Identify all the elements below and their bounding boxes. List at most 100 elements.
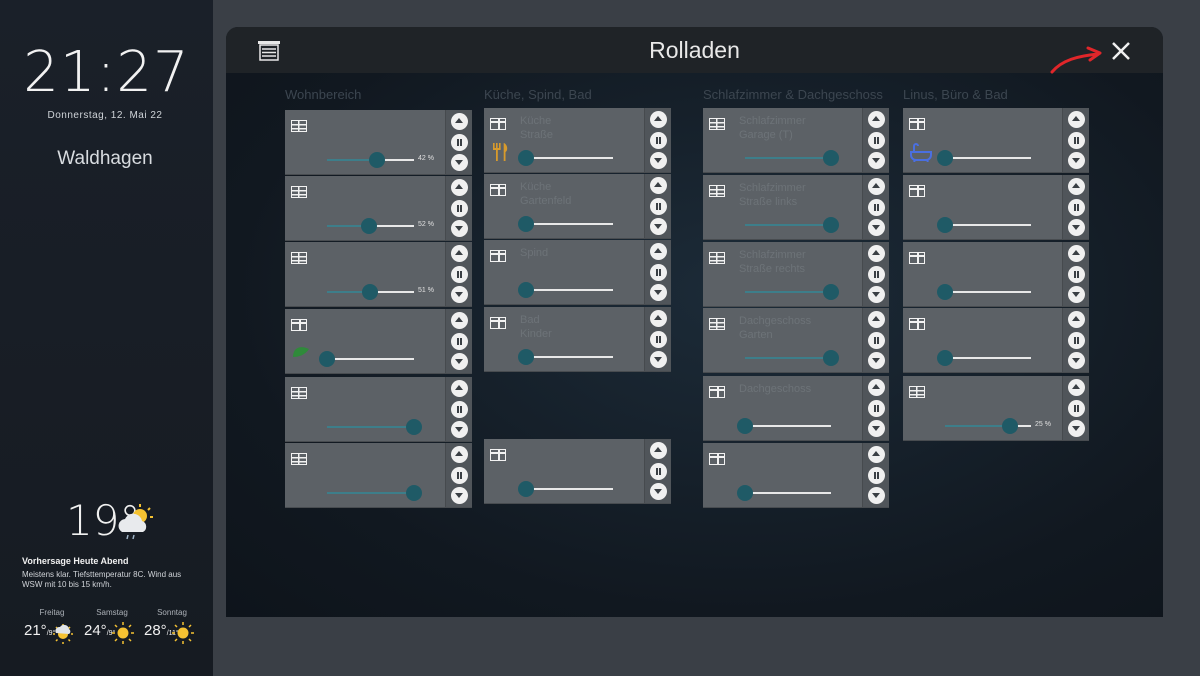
up-button[interactable] — [868, 111, 885, 128]
stop-button[interactable] — [451, 333, 468, 350]
position-slider[interactable] — [327, 492, 414, 494]
position-slider[interactable] — [745, 157, 831, 159]
stop-button[interactable] — [868, 332, 885, 349]
up-button[interactable] — [868, 245, 885, 262]
position-slider[interactable] — [745, 224, 831, 226]
stop-button[interactable] — [451, 200, 468, 217]
down-button[interactable] — [868, 352, 885, 369]
down-button[interactable] — [650, 284, 667, 301]
slider-knob[interactable] — [319, 351, 335, 367]
stop-button[interactable] — [650, 331, 667, 348]
slider-knob[interactable] — [406, 485, 422, 501]
slider-knob[interactable] — [361, 284, 378, 300]
stop-button[interactable] — [868, 199, 885, 216]
slider-knob[interactable] — [518, 282, 534, 298]
slider-knob[interactable] — [406, 419, 422, 435]
slider-knob[interactable] — [518, 150, 534, 166]
up-button[interactable] — [451, 446, 468, 463]
position-slider[interactable] — [526, 157, 613, 159]
stop-button[interactable] — [451, 134, 468, 151]
slider-knob[interactable] — [518, 216, 534, 232]
position-slider[interactable] — [745, 291, 831, 293]
stop-button[interactable] — [650, 463, 667, 480]
slider-knob[interactable] — [823, 150, 839, 166]
slider-knob[interactable] — [737, 418, 753, 434]
slider-knob[interactable] — [937, 150, 953, 166]
stop-button[interactable] — [451, 467, 468, 484]
slider-knob[interactable] — [937, 284, 953, 300]
position-slider[interactable] — [745, 492, 831, 494]
slider-knob[interactable] — [937, 217, 953, 233]
stop-button[interactable] — [1068, 266, 1085, 283]
down-button[interactable] — [650, 483, 667, 500]
up-button[interactable] — [1068, 111, 1085, 128]
position-slider[interactable] — [745, 425, 831, 427]
down-button[interactable] — [650, 152, 667, 169]
slider-knob[interactable] — [369, 152, 386, 168]
slider-knob[interactable] — [937, 350, 953, 366]
up-button[interactable] — [650, 243, 667, 260]
slider-knob[interactable] — [823, 284, 839, 300]
up-button[interactable] — [1068, 379, 1085, 396]
stop-button[interactable] — [650, 198, 667, 215]
stop-button[interactable] — [868, 266, 885, 283]
position-slider[interactable] — [526, 356, 613, 358]
position-slider[interactable] — [745, 357, 831, 359]
stop-button[interactable] — [1068, 132, 1085, 149]
stop-button[interactable] — [868, 132, 885, 149]
up-button[interactable] — [451, 179, 468, 196]
stop-button[interactable] — [1068, 400, 1085, 417]
down-button[interactable] — [1068, 152, 1085, 169]
down-button[interactable] — [451, 353, 468, 370]
slider-knob[interactable] — [360, 218, 377, 234]
slider-knob[interactable] — [823, 217, 839, 233]
position-slider[interactable] — [327, 358, 414, 360]
position-slider[interactable] — [945, 425, 1031, 427]
position-slider[interactable] — [526, 488, 613, 490]
slider-knob[interactable] — [518, 349, 534, 365]
down-button[interactable] — [868, 420, 885, 437]
stop-button[interactable] — [451, 266, 468, 283]
close-icon[interactable] — [1110, 40, 1132, 62]
position-slider[interactable] — [526, 223, 613, 225]
down-button[interactable] — [451, 286, 468, 303]
up-button[interactable] — [868, 311, 885, 328]
down-button[interactable] — [868, 219, 885, 236]
down-button[interactable] — [868, 286, 885, 303]
up-button[interactable] — [650, 310, 667, 327]
down-button[interactable] — [868, 487, 885, 504]
up-button[interactable] — [650, 177, 667, 194]
up-button[interactable] — [451, 113, 468, 130]
position-slider[interactable] — [945, 224, 1031, 226]
up-button[interactable] — [868, 446, 885, 463]
position-slider[interactable] — [327, 426, 414, 428]
position-slider[interactable] — [526, 289, 613, 291]
up-button[interactable] — [868, 379, 885, 396]
slider-knob[interactable] — [737, 485, 753, 501]
up-button[interactable] — [451, 380, 468, 397]
down-button[interactable] — [451, 154, 468, 171]
stop-button[interactable] — [868, 400, 885, 417]
slider-knob[interactable] — [1001, 418, 1018, 434]
down-button[interactable] — [1068, 420, 1085, 437]
stop-button[interactable] — [650, 132, 667, 149]
down-button[interactable] — [650, 351, 667, 368]
up-button[interactable] — [451, 312, 468, 329]
up-button[interactable] — [650, 111, 667, 128]
position-slider[interactable] — [945, 157, 1031, 159]
down-button[interactable] — [451, 487, 468, 504]
stop-button[interactable] — [650, 264, 667, 281]
stop-button[interactable] — [1068, 199, 1085, 216]
down-button[interactable] — [1068, 219, 1085, 236]
stop-button[interactable] — [451, 401, 468, 418]
down-button[interactable] — [451, 421, 468, 438]
up-button[interactable] — [868, 178, 885, 195]
down-button[interactable] — [868, 152, 885, 169]
slider-knob[interactable] — [518, 481, 534, 497]
down-button[interactable] — [1068, 286, 1085, 303]
up-button[interactable] — [451, 245, 468, 262]
stop-button[interactable] — [1068, 332, 1085, 349]
down-button[interactable] — [1068, 352, 1085, 369]
position-slider[interactable] — [945, 357, 1031, 359]
slider-knob[interactable] — [823, 350, 839, 366]
